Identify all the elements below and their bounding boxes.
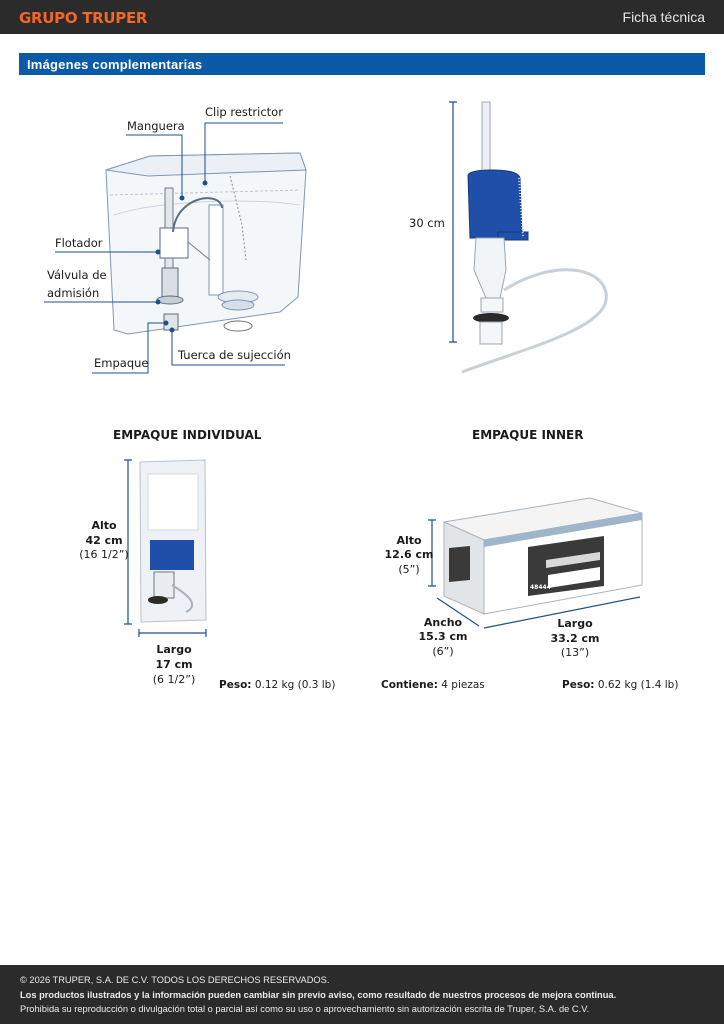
heading-empaque-inner: EMPAQUE INNER <box>472 428 584 442</box>
footer-notice: Los productos ilustrados y la informació… <box>20 990 617 1000</box>
footer-legal: Prohibida su reproducción o divulgación … <box>20 1004 590 1014</box>
label-leader-lines <box>44 122 285 374</box>
individual-peso: Peso: 0.12 kg (0.3 lb) <box>219 679 335 691</box>
inner-peso-value: 0.62 kg (1.4 lb) <box>597 679 679 691</box>
inner-contiene-label: Contiene: <box>381 679 438 691</box>
inner-peso-label: Peso: <box>562 679 595 691</box>
individual-package <box>124 459 207 637</box>
inner-alto-label: Alto <box>396 534 422 547</box>
inner-largo-imperial: (13”) <box>560 646 590 659</box>
label-flotador: Flotador <box>55 236 103 250</box>
inner-contiene-value: 4 piezas <box>441 679 485 691</box>
individual-peso-value: 0.12 kg (0.3 lb) <box>254 679 336 691</box>
footer: © 2026 TRUPER, S.A. DE C.V. TODOS LOS DE… <box>0 965 724 1024</box>
individual-alto-imperial: (16 1/2”) <box>79 548 129 561</box>
inner-box <box>428 497 643 629</box>
individual-largo-imperial: (6 1/2”) <box>152 673 196 686</box>
inner-ancho-metric: 15.3 cm <box>418 630 468 643</box>
label-valvula-line2: admisión <box>47 286 100 300</box>
heading-empaque-individual: EMPAQUE INDIVIDUAL <box>113 428 262 442</box>
inner-alto-imperial: (5”) <box>398 563 420 576</box>
label-height-30cm: 30 cm <box>409 216 445 230</box>
label-empaque: Empaque <box>94 356 149 370</box>
individual-alto-label: Alto <box>91 519 117 532</box>
inner-ancho-label: Ancho <box>423 616 463 629</box>
individual-alto-metric: 42 cm <box>85 534 123 547</box>
document-type: Ficha técnica <box>622 9 705 25</box>
label-manguera: Manguera <box>127 119 185 133</box>
toilet-tank-diagram <box>105 152 307 335</box>
inner-ancho-imperial: (6”) <box>432 645 454 658</box>
brand-logo: GRUPO TRUPER <box>19 9 148 27</box>
top-bar: GRUPO TRUPER Ficha técnica <box>0 0 724 34</box>
individual-largo-metric: 17 cm <box>155 658 193 671</box>
inner-largo-label: Largo <box>557 617 593 630</box>
section-header: Imágenes complementarias <box>19 53 705 75</box>
box-product-code: 48444 <box>530 584 551 591</box>
individual-largo-label: Largo <box>156 643 192 656</box>
inner-alto-metric: 12.6 cm <box>384 548 434 561</box>
label-clip-restrictor: Clip restrictor <box>205 105 283 119</box>
footer-copyright: © 2026 TRUPER, S.A. DE C.V. TODOS LOS DE… <box>20 975 330 985</box>
label-tuerca-sujeccion: Tuerca de sujección <box>178 348 291 362</box>
section-title: Imágenes complementarias <box>27 57 203 72</box>
individual-peso-label: Peso: <box>219 679 252 691</box>
inner-contiene: Contiene: 4 piezas <box>381 679 485 691</box>
label-valvula-line1: Válvula de <box>47 268 107 282</box>
inner-peso: Peso: 0.62 kg (1.4 lb) <box>562 679 678 691</box>
fill-valve-product <box>449 101 608 374</box>
inner-largo-metric: 33.2 cm <box>550 632 600 645</box>
